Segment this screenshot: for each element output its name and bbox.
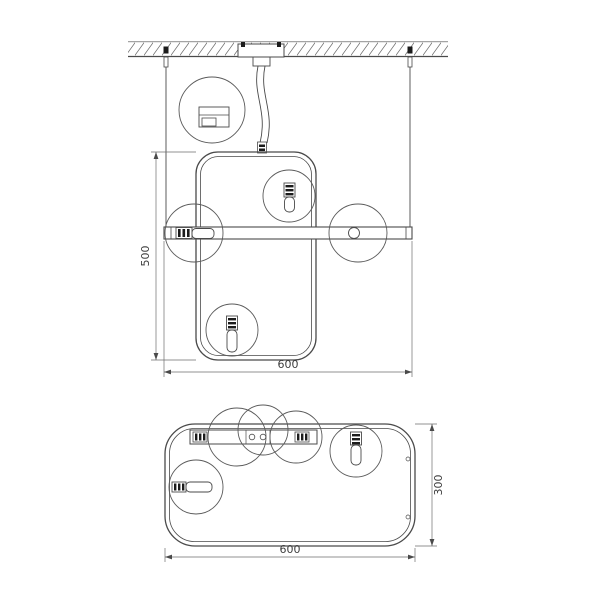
socket-band bbox=[203, 433, 206, 441]
canopy bbox=[237, 42, 285, 67]
arrow-up-icon bbox=[429, 424, 435, 431]
socket-band bbox=[228, 322, 236, 325]
plan-left-glass bbox=[185, 481, 213, 493]
socket-band bbox=[195, 433, 198, 441]
detail-circle bbox=[328, 203, 388, 263]
socket-band bbox=[352, 434, 360, 437]
dim-label-500: 500 bbox=[139, 246, 152, 267]
socket-band bbox=[301, 433, 304, 441]
arrow-left-icon bbox=[165, 554, 172, 560]
support-bar bbox=[163, 226, 413, 240]
arrow-down-icon bbox=[429, 539, 435, 546]
canopy-nipple bbox=[252, 56, 271, 67]
bar-body bbox=[163, 226, 413, 240]
arrow-up-icon bbox=[153, 152, 159, 159]
detail-circle bbox=[237, 404, 289, 456]
cord-left bbox=[256, 65, 263, 144]
dim-label-600-plan: 600 bbox=[280, 543, 301, 556]
detail-canopy-junction bbox=[178, 76, 246, 144]
arrow-down-icon bbox=[153, 353, 159, 360]
detail-circle bbox=[164, 203, 224, 263]
detail-circle bbox=[205, 303, 259, 357]
upper-bulb-glass bbox=[284, 196, 295, 213]
plan-detail-circles bbox=[207, 404, 323, 467]
left-suspension bbox=[163, 46, 169, 227]
dim-label-300: 300 bbox=[432, 475, 445, 496]
socket-band bbox=[178, 229, 181, 237]
detail-circle bbox=[269, 410, 323, 464]
cord-connector bbox=[257, 141, 267, 154]
left-anchor-icon bbox=[163, 46, 169, 54]
socket-band bbox=[199, 433, 202, 441]
detail-upper-bulb bbox=[262, 169, 316, 223]
detail-circle bbox=[329, 424, 383, 478]
frame-inner bbox=[200, 156, 312, 356]
left-turnbuckle bbox=[163, 56, 169, 68]
detail-circle bbox=[168, 459, 224, 515]
bar-screw bbox=[248, 433, 256, 441]
detail-circle bbox=[178, 76, 246, 144]
socket-band bbox=[285, 193, 294, 196]
junction-box bbox=[198, 106, 230, 128]
cord-connector-band bbox=[259, 148, 265, 151]
plan-frame-inner bbox=[169, 428, 411, 542]
dimension-plan-depth: 300 bbox=[415, 423, 445, 547]
plan-bar-body bbox=[189, 429, 318, 445]
detail-circle bbox=[207, 407, 267, 467]
socket-band bbox=[182, 229, 186, 237]
right-anchor-icon bbox=[407, 46, 413, 54]
frame-front-view bbox=[195, 151, 317, 361]
arrow-right-icon bbox=[408, 554, 415, 560]
arrow-left-icon bbox=[164, 369, 171, 375]
plan-frame-outer bbox=[164, 423, 416, 547]
canopy-screw-left bbox=[241, 42, 245, 47]
socket-band bbox=[285, 185, 294, 188]
socket-band bbox=[297, 433, 300, 441]
plan-bulb-glass bbox=[350, 444, 362, 466]
cord-right bbox=[263, 65, 270, 144]
socket-band bbox=[228, 318, 236, 321]
detail-lower-bulb bbox=[205, 303, 259, 357]
plan-socket-left bbox=[192, 431, 208, 443]
cord-connector-band bbox=[259, 144, 265, 147]
dimension-front-height: 500 bbox=[139, 151, 196, 361]
socket-band bbox=[182, 483, 185, 491]
mount-hole bbox=[405, 456, 411, 462]
socket-band bbox=[285, 189, 294, 192]
bar-hole bbox=[348, 227, 360, 239]
socket-band bbox=[228, 326, 236, 329]
detail-left-bulb bbox=[164, 203, 224, 263]
canopy-screw-right bbox=[277, 42, 281, 47]
lower-bulb-glass bbox=[226, 329, 238, 353]
socket-band bbox=[174, 483, 177, 491]
right-turnbuckle bbox=[407, 56, 413, 68]
mount-hole bbox=[405, 514, 411, 520]
right-suspension bbox=[407, 46, 413, 227]
power-cords bbox=[256, 65, 270, 154]
detail-bar-end bbox=[328, 203, 388, 263]
dimension-front-width: 600 bbox=[163, 241, 413, 377]
socket-band bbox=[352, 438, 360, 441]
junction-sub-box bbox=[201, 117, 217, 127]
plan-socket-right bbox=[294, 431, 310, 443]
socket-band bbox=[352, 442, 360, 445]
socket-band bbox=[187, 229, 190, 237]
ceiling bbox=[128, 41, 448, 58]
plan-detail-left-bulb bbox=[168, 459, 224, 515]
detail-circle bbox=[262, 169, 316, 223]
frame-outer bbox=[195, 151, 317, 361]
socket-band bbox=[305, 433, 308, 441]
socket-band bbox=[178, 483, 181, 491]
plan-detail-right-bulb bbox=[329, 424, 383, 478]
arrow-right-icon bbox=[405, 369, 412, 375]
dimension-plan-width: 600 bbox=[164, 543, 416, 562]
plan-bar bbox=[189, 429, 318, 445]
ceiling-hatch bbox=[128, 42, 448, 57]
dim-label-600-front: 600 bbox=[278, 358, 299, 371]
left-bulb-glass bbox=[191, 228, 215, 239]
